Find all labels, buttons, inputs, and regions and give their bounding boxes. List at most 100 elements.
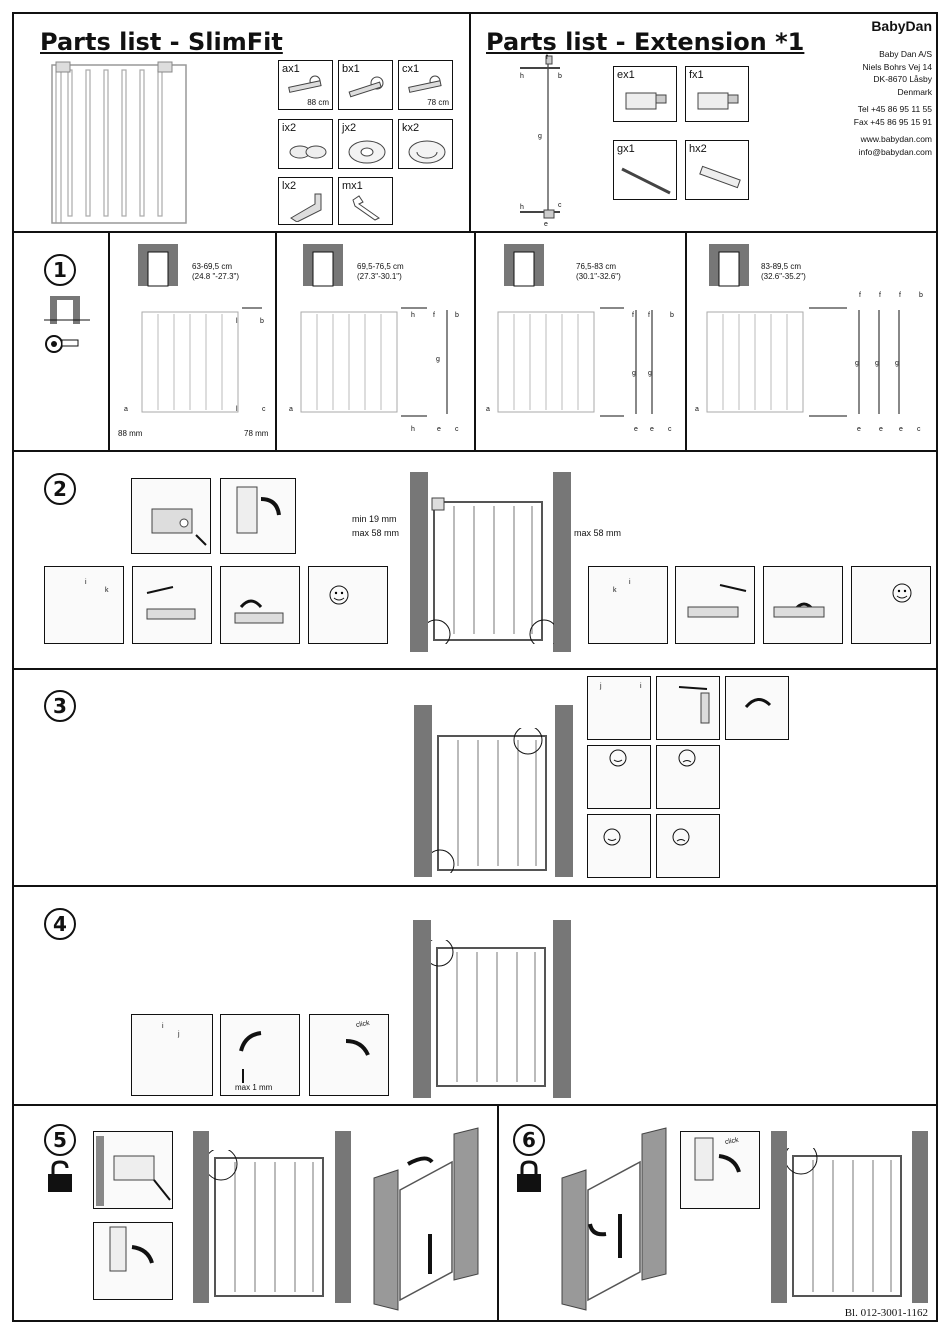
detail-view [725, 676, 789, 740]
rotate-arrow-icon [239, 1031, 262, 1083]
step-number: 5 [44, 1124, 76, 1156]
gate-sketch [141, 307, 262, 413]
divider [12, 885, 938, 887]
divider [474, 232, 476, 450]
sad-face-icon [678, 749, 696, 767]
part-label: cx1 [402, 63, 420, 75]
part-label: ex1 [617, 69, 635, 81]
dim-left: 88 mm [118, 429, 143, 438]
detail-view [587, 814, 651, 878]
smiley-icon [603, 828, 621, 846]
part-box-bx1: bx1 [338, 60, 393, 110]
part-label: gx1 [617, 143, 635, 155]
doorway-icon [303, 244, 343, 287]
wall-cup-icon [408, 140, 446, 164]
part-box-ex1: ex1 [613, 66, 677, 122]
tape-measure-icon [45, 335, 79, 353]
step-number: 4 [44, 908, 76, 940]
part-label: fx1 [689, 69, 704, 81]
wall-right [553, 472, 571, 652]
label-b: b [260, 318, 264, 325]
detail-view [93, 1222, 173, 1300]
label-h: h [520, 204, 524, 211]
arrow-right-icon [678, 686, 710, 724]
part-label: ax1 [282, 63, 300, 75]
detail-view [851, 566, 931, 644]
gate-sketch [497, 307, 653, 417]
part-sub: 78 cm [427, 98, 449, 107]
page-frame [12, 12, 938, 1322]
gate-sketch [706, 307, 900, 417]
divider [12, 668, 938, 670]
wall-right [335, 1131, 351, 1303]
arrow-left-icon [146, 586, 196, 620]
step1-config-4: 83-89,5 cm(32.6"-35.2") a f f f b g g g … [689, 236, 935, 448]
max-gap-left-label: max 58 mm [352, 528, 400, 538]
wall-right [912, 1131, 928, 1303]
divider [12, 1104, 938, 1106]
part-box-mx1: mx1 [338, 177, 393, 225]
divider [497, 1105, 499, 1322]
max-gap-right-label: max 58 mm [574, 528, 622, 538]
detail-view [675, 566, 755, 644]
parts-extension-title: Parts list - Extension *1 [486, 28, 805, 56]
gate-illustration [432, 728, 547, 873]
detail-view [587, 745, 651, 809]
gate-illustration [431, 940, 546, 1087]
step1-config-2: 69,5-76,5 cm(27.3"-30.1") a h f b g h e … [279, 236, 473, 448]
divider [685, 232, 687, 450]
label-f: f [546, 54, 548, 61]
label-l: l [236, 406, 238, 413]
arrow-right-icon [687, 584, 747, 618]
part-box-kx2: kx2 [398, 119, 453, 169]
part-box-cx1: cx1 78 cm [398, 60, 453, 110]
smiley-icon [329, 585, 349, 605]
detail-view [656, 676, 720, 740]
gate-illustration [51, 61, 187, 224]
connector-icon [625, 92, 667, 110]
part-box-ax1: ax1 88 cm [278, 60, 333, 110]
wall-left [410, 472, 428, 652]
part-box-jx2: jx2 [338, 119, 393, 169]
divider [469, 12, 471, 232]
detail-view [656, 814, 720, 878]
detail-view: click [309, 1014, 389, 1096]
rotate-arrow-icon [773, 602, 825, 618]
smiley-icon [609, 749, 627, 767]
detail-view [308, 566, 388, 644]
extension-diagram [520, 55, 560, 219]
document-code: Bl. 012-3001-1162 [844, 1307, 928, 1319]
max-label: max 1 mm [235, 1083, 273, 1092]
rotate-arrow-icon [109, 1226, 154, 1272]
rod-icon [621, 167, 671, 195]
wall-left [771, 1131, 787, 1303]
wall-left [414, 705, 432, 877]
wall-right [553, 920, 571, 1098]
wall-right [555, 705, 573, 877]
label-b: b [558, 73, 562, 80]
label-c: c [262, 406, 266, 413]
detail-view: i j [131, 1014, 213, 1096]
divider [275, 232, 277, 450]
detail-view [93, 1131, 173, 1209]
bracket-detail-icon [151, 508, 207, 546]
part-label: jx2 [342, 122, 357, 134]
divider [108, 232, 110, 450]
part-label: mx1 [342, 180, 363, 192]
part-box-hx2: hx2 [685, 140, 749, 200]
connector-icon [697, 92, 739, 110]
detail-view [220, 566, 300, 644]
detail-view [656, 745, 720, 809]
dim-right: 78 mm [244, 429, 269, 438]
label-h: h [520, 73, 524, 80]
gate-illustration [787, 1148, 902, 1297]
part-label: ix2 [282, 122, 297, 134]
bracket-detail-icon [96, 1136, 171, 1206]
smiley-icon [892, 583, 912, 603]
part-box-ix2: ix2 [278, 119, 333, 169]
lock-icon [517, 1160, 541, 1192]
detail-view: i k [44, 566, 124, 644]
gate-illustration [428, 497, 554, 644]
part-label: lx2 [282, 180, 297, 192]
part-label: kx2 [402, 122, 420, 134]
